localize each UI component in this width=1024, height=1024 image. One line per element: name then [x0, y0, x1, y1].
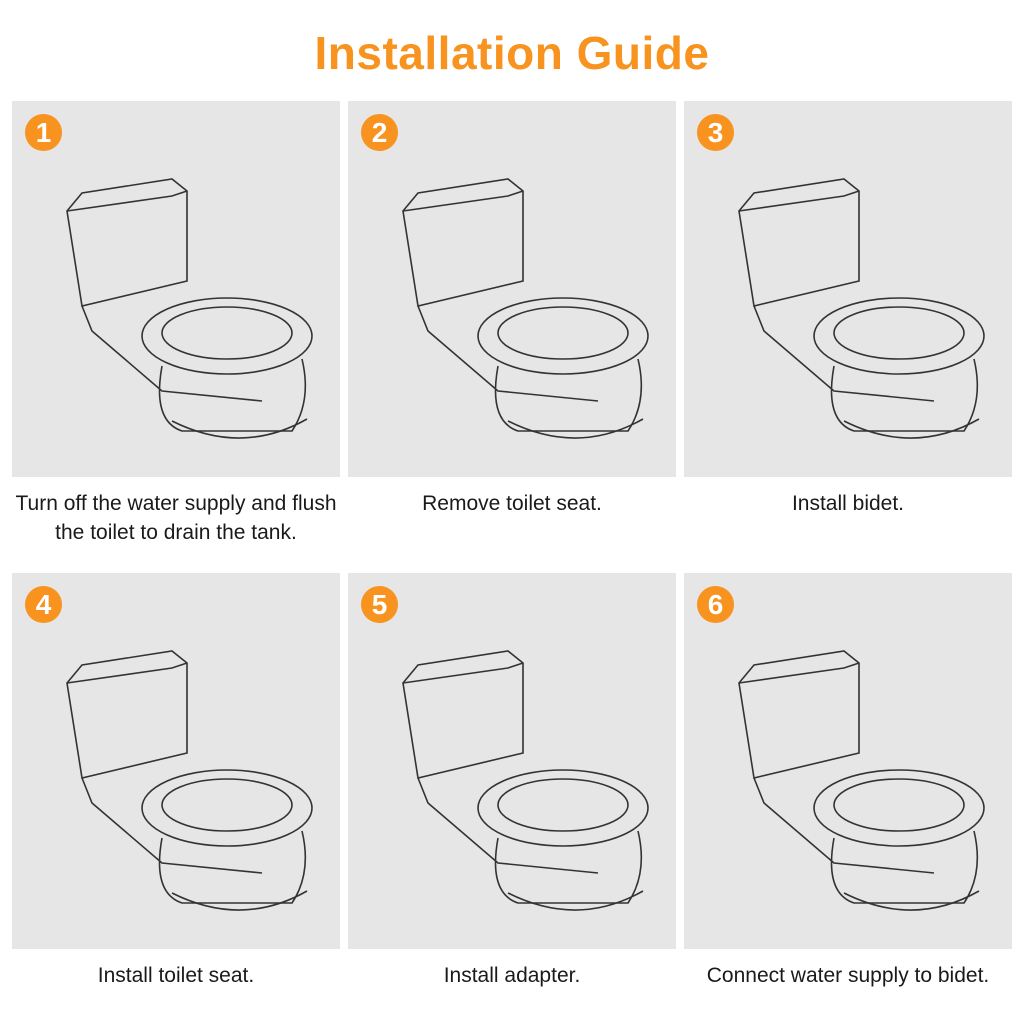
step-1-panel: 1 [12, 101, 340, 477]
step-5-panel: 5 [348, 573, 676, 949]
step-6-panel: 6 [684, 573, 1012, 949]
step-1-caption: Turn off the water supply and flush the … [15, 492, 337, 544]
step-4-panel: 4 [12, 573, 340, 949]
page-title: Installation Guide [314, 27, 710, 79]
step-3-panel: 3 [684, 101, 1012, 477]
step-6-caption: Connect water supply to bidet. [706, 964, 990, 987]
step-3-caption: Install bidet. [791, 492, 905, 515]
step-5-caption: Install adapter. [443, 964, 581, 987]
step-4-caption: Install toilet seat. [97, 964, 255, 987]
step-number-badge: 2 [361, 114, 398, 151]
step-number-badge: 3 [697, 114, 734, 151]
step-number-badge: 6 [697, 586, 734, 623]
step-number-badge: 5 [361, 586, 398, 623]
step-2-panel: 2 [348, 101, 676, 477]
step-number-badge: 1 [25, 114, 62, 151]
step-2-caption: Remove toilet seat. [422, 492, 602, 515]
step-number-badge: 4 [25, 586, 62, 623]
